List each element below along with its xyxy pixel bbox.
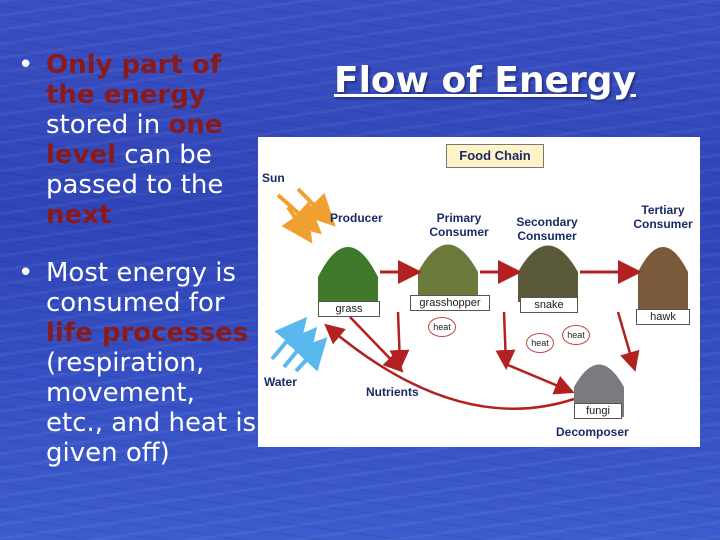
bullet-2-part-3: (respiration, movement, etc., and heat i… bbox=[46, 348, 257, 468]
bullet-1-part-4: can be passed to the bbox=[46, 140, 224, 200]
bullet-list: • Only part of the energy stored in one … bbox=[18, 50, 258, 468]
grasshopper-label: grasshopper bbox=[410, 295, 490, 311]
bullet-2-part-2: life processes bbox=[46, 318, 249, 348]
snake-label: snake bbox=[520, 297, 578, 313]
bullet-2-part-1: Most energy is consumed for bbox=[46, 258, 236, 318]
sun-arrows bbox=[276, 187, 336, 244]
water-arrows bbox=[270, 316, 328, 373]
hawk-label: hawk bbox=[636, 309, 690, 325]
secondary-consumer-label: Secondary Consumer bbox=[516, 215, 578, 243]
producer-label: Producer bbox=[330, 211, 383, 225]
hawk-image bbox=[638, 247, 688, 309]
energy-arrows bbox=[324, 260, 642, 410]
food-chain-drawing bbox=[270, 187, 688, 417]
grass-label: grass bbox=[318, 301, 380, 317]
bullet-item-2: • Most energy is consumed for life proce… bbox=[18, 258, 258, 468]
bullet-1-part-1: Only part of the energy bbox=[46, 50, 222, 110]
sun-label: Sun bbox=[262, 171, 285, 185]
food-chain-figure: Food Chain Sun Water Producer Primary Co… bbox=[258, 137, 700, 447]
bullet-item-1: • Only part of the energy stored in one … bbox=[18, 50, 258, 230]
bullet-dot: • bbox=[18, 258, 34, 288]
food-chain-heading: Food Chain bbox=[446, 144, 544, 168]
bullet-dot: • bbox=[18, 50, 34, 80]
snake-image bbox=[518, 245, 578, 302]
tertiary-consumer-label: Tertiary Consumer bbox=[633, 203, 693, 231]
grasshopper-image bbox=[418, 244, 478, 302]
bullet-1-part-5: next bbox=[46, 200, 112, 230]
bullet-1-part-3: one level bbox=[46, 110, 223, 170]
primary-consumer-label: Primary Consumer bbox=[429, 211, 489, 239]
decomposer-label: Decomposer bbox=[556, 425, 629, 439]
fungi-label: fungi bbox=[574, 403, 622, 419]
heat-bubble: heat bbox=[428, 317, 456, 337]
water-label: Water bbox=[264, 375, 297, 389]
heat-bubble: heat bbox=[562, 325, 590, 345]
slide-title: Flow of Energy bbox=[334, 60, 637, 101]
bullet-1-part-2: stored in bbox=[46, 110, 169, 140]
nutrients-label: Nutrients bbox=[366, 385, 419, 399]
heat-bubble: heat bbox=[526, 333, 554, 353]
grass-image bbox=[318, 247, 378, 307]
